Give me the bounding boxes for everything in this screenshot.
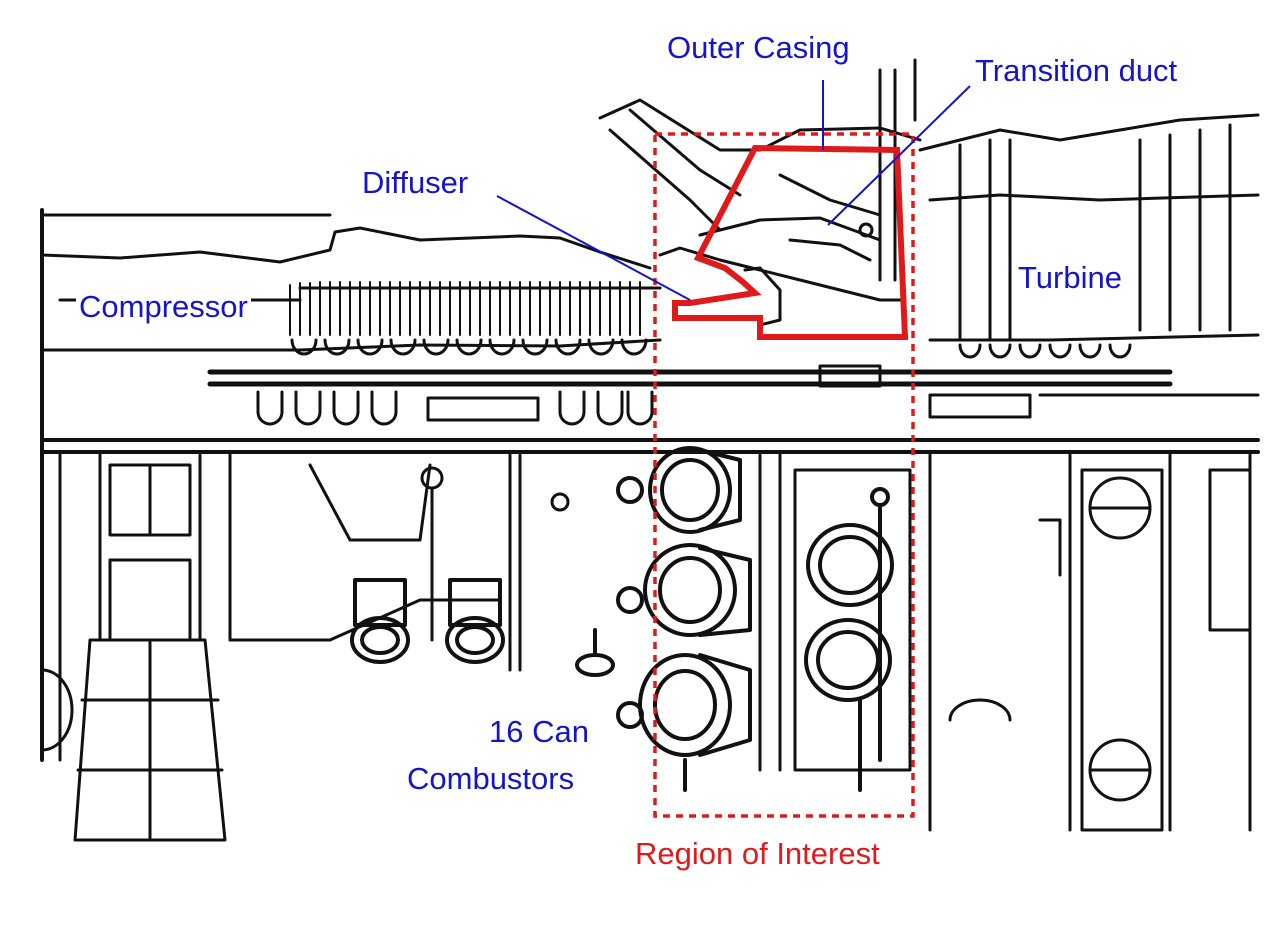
ring-manifolds — [804, 487, 894, 792]
combustor-flow-path-outline — [672, 144, 909, 340]
compressor-label: Compressor — [76, 291, 251, 322]
transition-duct-leader — [827, 85, 971, 226]
combustor-cans — [616, 446, 752, 792]
outer-casing-label: Outer Casing — [667, 30, 850, 65]
can-combustors-label-line2: Combustors — [405, 761, 577, 796]
engine-line-drawing — [40, 58, 1260, 842]
turbine-section — [918, 113, 1260, 419]
diffuser-label: Diffuser — [362, 165, 469, 200]
region-of-interest-label: Region of Interest — [635, 836, 880, 871]
highlights — [653, 132, 915, 818]
leader-lines — [496, 80, 971, 301]
diffuser-leader — [496, 195, 691, 301]
transition-duct-label: Transition duct — [975, 53, 1178, 88]
turbine-label: Turbine — [1016, 260, 1124, 295]
rotor-discs — [256, 338, 654, 426]
compressor-blades — [289, 281, 641, 336]
region-of-interest-box — [653, 132, 915, 818]
lower-cans — [350, 578, 615, 677]
rotor-shaft — [207, 369, 1173, 422]
lower-support-structure — [40, 453, 1252, 842]
can-combustors-label-line1: 16 Can — [487, 714, 591, 749]
combustor-upper-structure — [598, 58, 922, 388]
base-frame — [40, 208, 1260, 762]
